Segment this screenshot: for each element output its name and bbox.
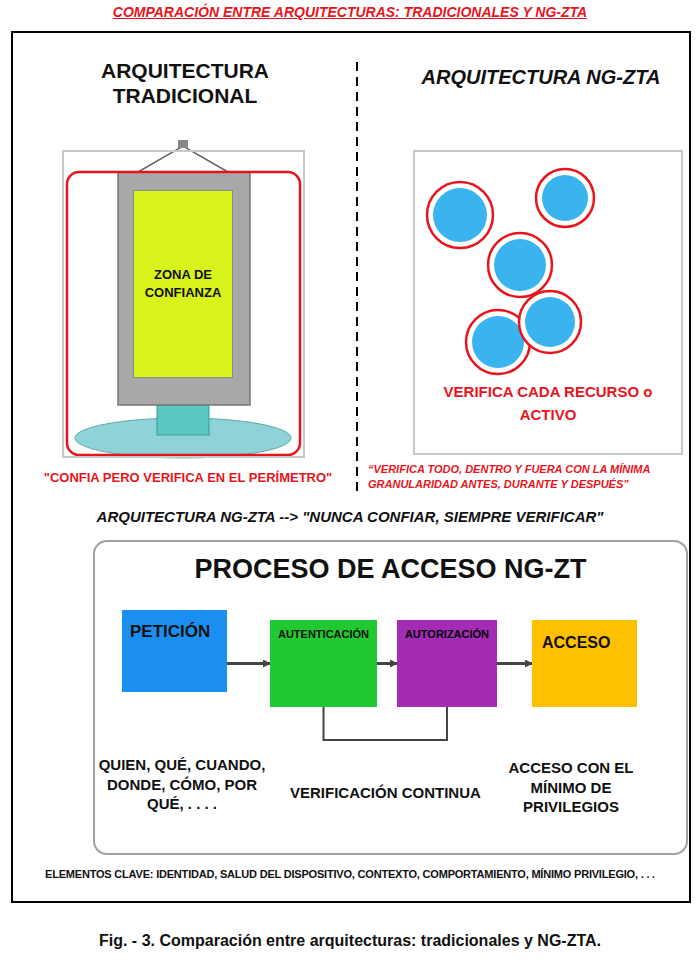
- process-box: ACCESO: [532, 620, 637, 707]
- flow-arrow: [227, 662, 270, 665]
- step-label: PETICIÓN: [130, 622, 221, 642]
- step-label: AUTENTICACIÓN: [273, 628, 374, 640]
- perimeter-quote: "CONFIA PERO VERIFICA EN EL PERÍMETRO": [38, 470, 338, 485]
- verify-note: VERIFICA CADA RECURSO o ACTIVO: [423, 380, 673, 427]
- edge-label: VERIFICACIÓN CONTINUA: [288, 784, 483, 801]
- page-title: COMPARACIÓN ENTRE ARQUITECTURAS: TRADICI…: [0, 4, 700, 20]
- flow-arrow: [377, 662, 397, 665]
- process-box: PETICIÓN: [122, 610, 227, 692]
- panel-heading: ARQUITECTURA NG-ZTA: [395, 66, 687, 89]
- hanger-hook: [178, 140, 188, 148]
- step-label: AUTORIZACIÓN: [400, 628, 494, 640]
- outer-frame: [12, 32, 690, 902]
- monitor-stand: [157, 405, 209, 435]
- architecture-panel: ARQUITECTURA TRADICIONAL ZONA DE CONFIANZ…: [45, 58, 320, 462]
- request-note: QUIEN, QUÉ, CUANDO, DONDE, CÓMO, POR QUÉ…: [98, 755, 266, 814]
- zone-label: ZONA DE CONFIANZA: [140, 266, 226, 301]
- perimeter-outline: [67, 172, 300, 455]
- motto: ARQUITECTURA NG-ZTA --> "NUNCA CONFIAR, …: [15, 508, 685, 525]
- flow-arrow: [497, 662, 532, 665]
- zt-quote: “VERIFICA TODO, DENTRO Y FUERA CON LA MÍ…: [368, 462, 690, 492]
- key-elements: ELEMENTOS CLAVE: IDENTIDAD, SALUD DEL DI…: [20, 868, 680, 880]
- process-box: AUTORIZACIÓN: [397, 620, 497, 707]
- process-box: AUTENTICACIÓN: [270, 620, 377, 707]
- access-note: ACCESO CON EL MÍNIMO DE PRIVILEGIOS: [492, 758, 650, 817]
- divider-line: [356, 62, 358, 495]
- step-label: ACCESO: [542, 634, 631, 652]
- architecture-panel: ARQUITECTURA NG-ZTA VERIFICA CADA RECURSO…: [395, 62, 687, 458]
- panel-heading: PROCESO DE ACCESO NG-ZT: [95, 554, 686, 585]
- verification-loop: [324, 707, 448, 740]
- figure-caption: Fig. - 3. Comparación entre arquitectura…: [0, 932, 700, 950]
- trust-zone-box: ZONA DE CONFIANZA: [133, 190, 233, 378]
- resource-circles: [427, 169, 594, 374]
- monitor-frame: [118, 172, 250, 405]
- panel-heading: ARQUITECTURA TRADICIONAL: [100, 58, 270, 108]
